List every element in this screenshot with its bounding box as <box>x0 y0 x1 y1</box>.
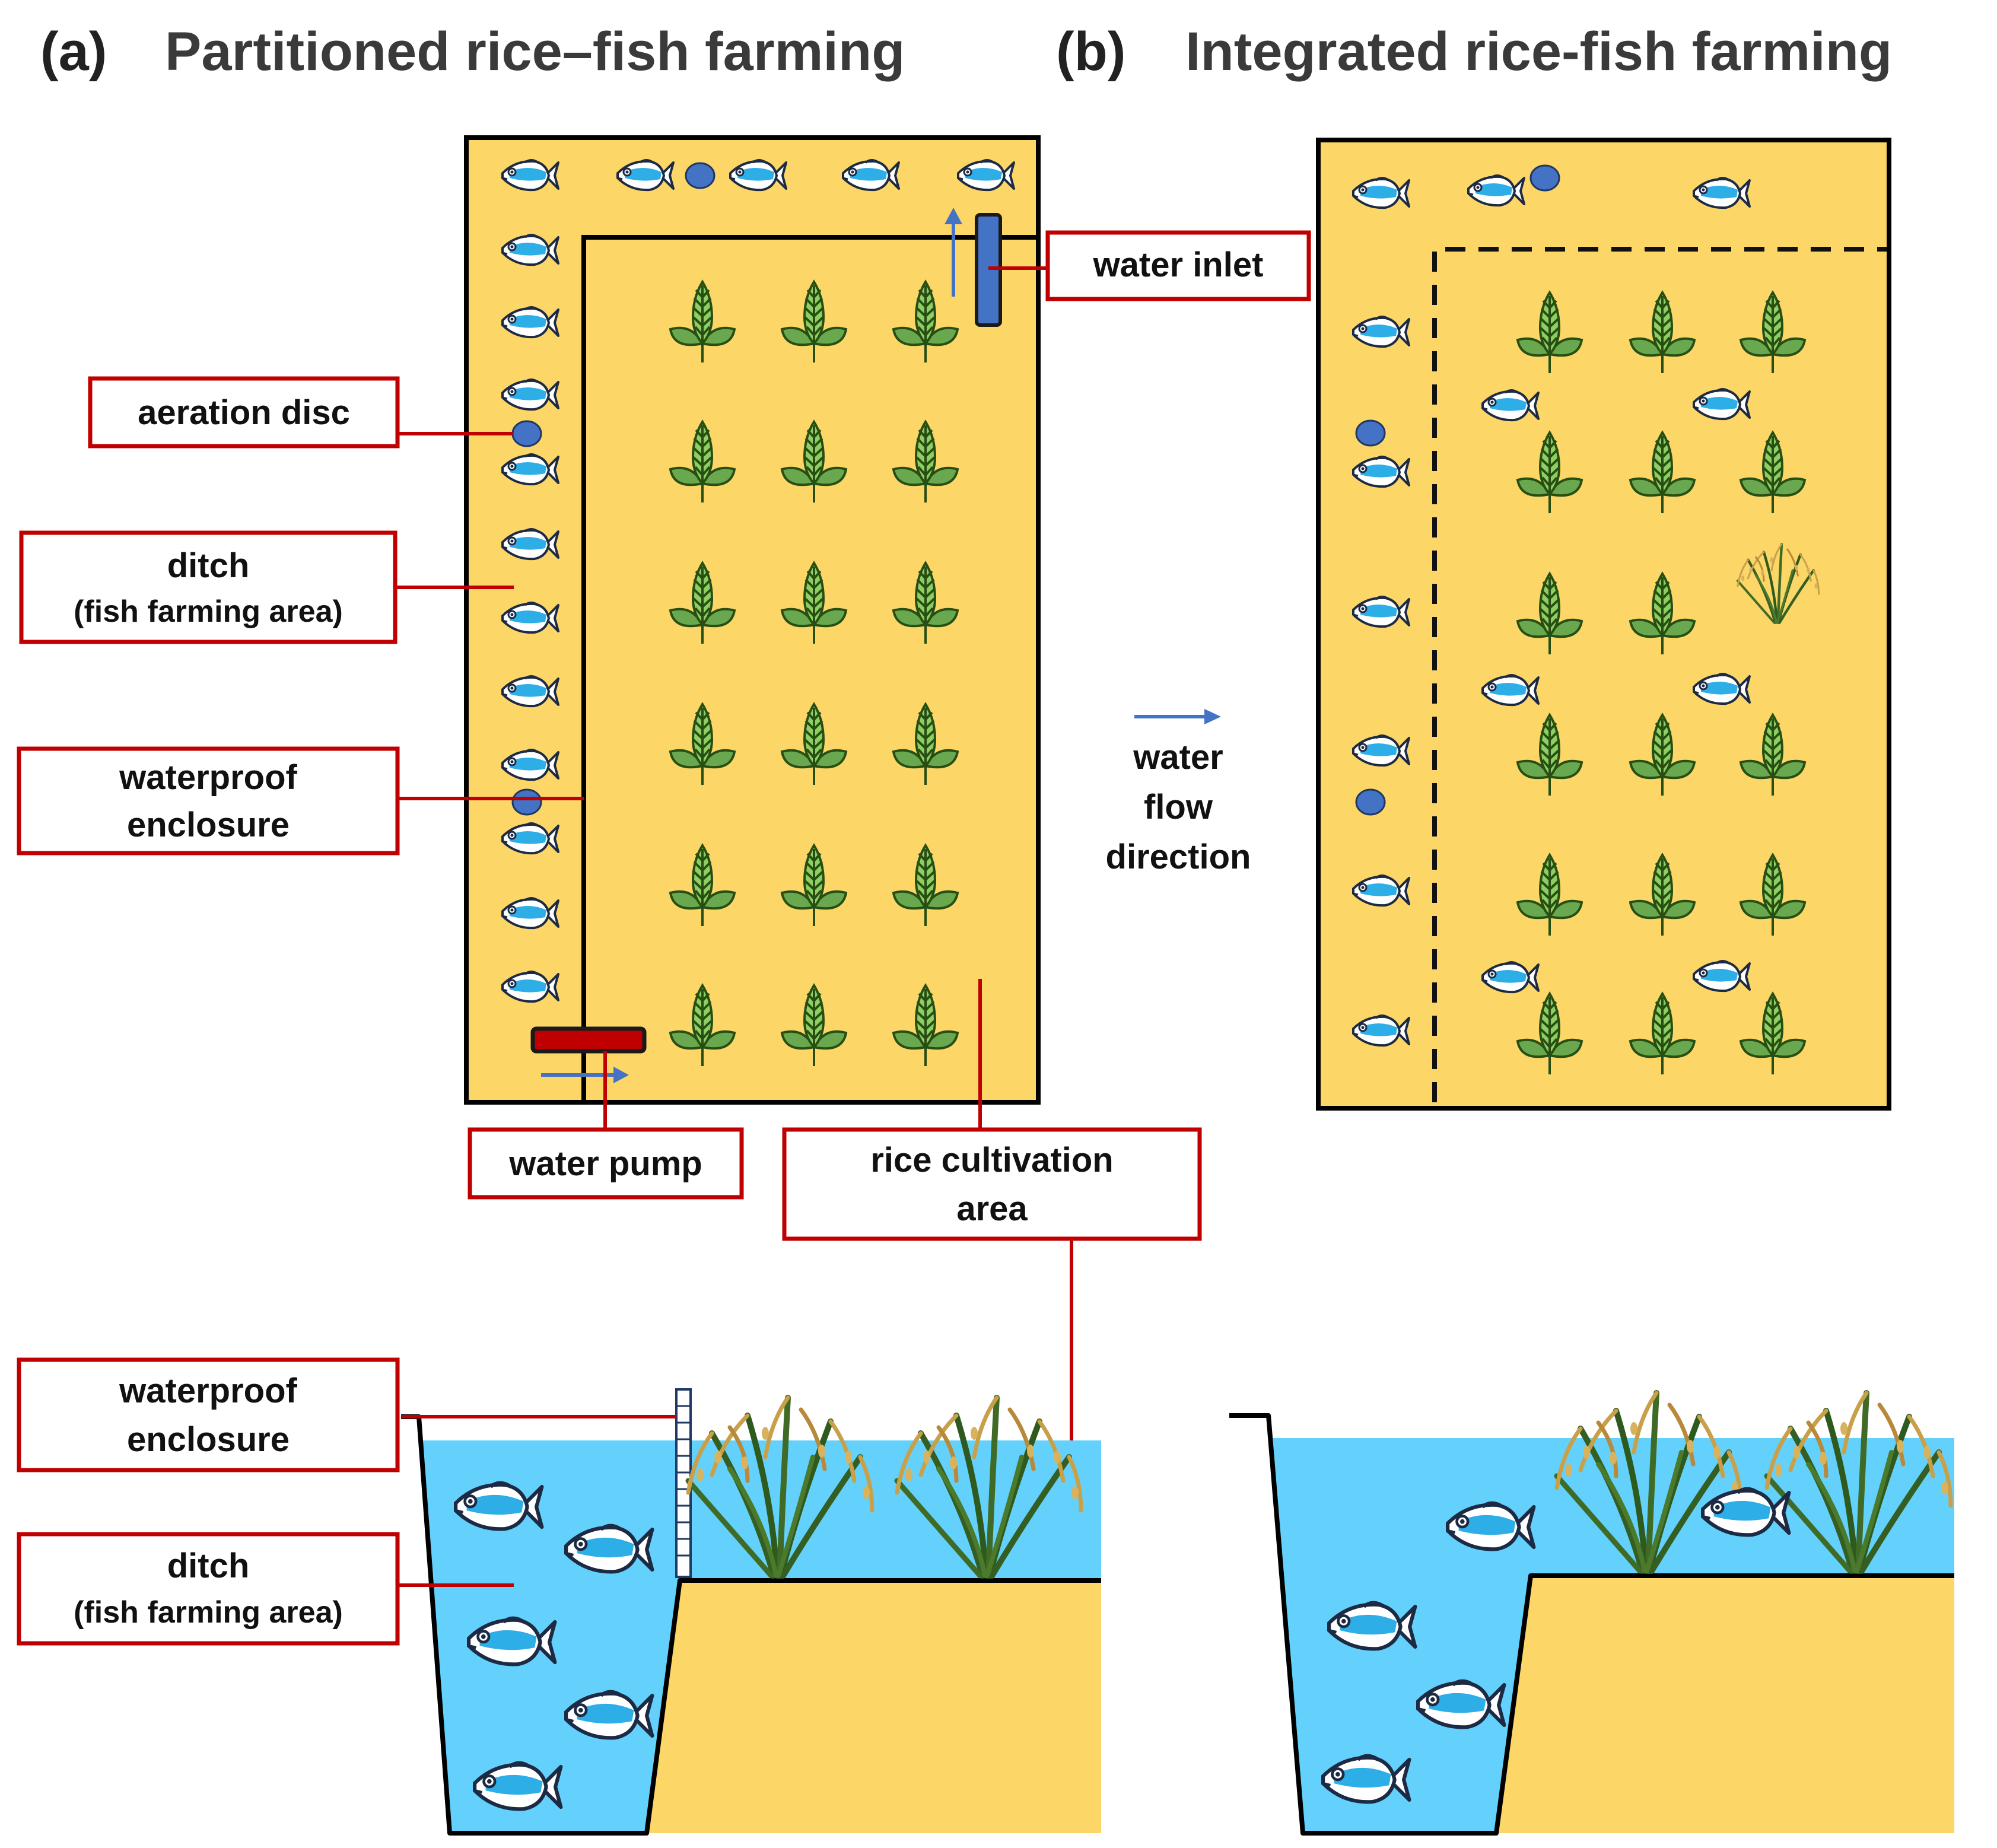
aeration-disc-icon <box>1355 419 1386 447</box>
panel-a-cross-section <box>401 1388 1101 1836</box>
label-water-inlet: water inlet <box>1093 246 1264 284</box>
panel-b-title: Integrated rice-fish farming <box>1185 21 1892 82</box>
panel-b-top-view <box>1316 138 1891 1111</box>
water-pump-icon <box>530 1026 647 1054</box>
label-ditch-bottom: ditch <box>167 1547 250 1585</box>
label-enclosure-top-line2: enclosure <box>127 806 290 844</box>
enclosure-pole-marks <box>676 1405 691 1557</box>
label-water-pump: water pump <box>508 1144 702 1183</box>
panel-a-title: Partitioned rice–fish farming <box>165 21 905 82</box>
panel-a-rice-area <box>581 235 1041 1105</box>
label-ditch-bottom-sub: (fish farming area) <box>74 1595 343 1630</box>
arrow-icon <box>945 208 962 224</box>
label-enclosure-bottom-line2: enclosure <box>127 1420 290 1459</box>
label-box-ditch-bottom <box>17 1532 400 1646</box>
label-enclosure-bottom-line1: waterproof <box>119 1372 297 1410</box>
label-aeration-disc: aeration disc <box>138 393 350 432</box>
arrow-icon <box>613 1067 629 1083</box>
panel-b-cross-section <box>1229 1393 1954 1836</box>
panel-b-letter: (b) <box>1056 21 1125 82</box>
label-box-water-pump <box>468 1127 744 1200</box>
label-rice-area-line2: area <box>956 1189 1028 1228</box>
panel-a-soil <box>647 1580 1101 1833</box>
aeration-disc-icon <box>685 162 716 189</box>
label-box-rice-area <box>782 1127 1202 1241</box>
aeration-disc-icon <box>1355 788 1386 816</box>
label-ditch: ditch <box>167 546 250 585</box>
label-flow-line1: water <box>1133 738 1223 777</box>
label-flow-line2: flow <box>1144 788 1213 826</box>
panel-b-field <box>1316 138 1891 1111</box>
aeration-disc-icon <box>511 788 542 816</box>
label-box-water-inlet <box>1045 230 1311 301</box>
aeration-disc-icon <box>1529 164 1560 192</box>
panel-b-dashed-boundary <box>1432 247 1887 1102</box>
label-box-aeration-disc <box>88 376 400 449</box>
panel-b-soil <box>1496 1576 1954 1833</box>
panel-a-top-view <box>464 135 1041 1105</box>
arrow-icon <box>1204 709 1221 724</box>
label-enclosure-top-line1: waterproof <box>119 758 297 797</box>
label-ditch-sub: (fish farming area) <box>74 594 343 629</box>
label-box-enclosure-top <box>17 746 400 855</box>
label-box-ditch <box>19 530 398 644</box>
label-rice-area-line1: rice cultivation <box>870 1141 1113 1179</box>
label-flow-line3: direction <box>1106 838 1251 876</box>
panel-b-ditch-profile <box>1229 1413 1954 1836</box>
aeration-disc-icon <box>511 420 542 447</box>
label-box-enclosure-bottom <box>17 1357 400 1472</box>
panel-a-letter: (a) <box>40 21 107 82</box>
